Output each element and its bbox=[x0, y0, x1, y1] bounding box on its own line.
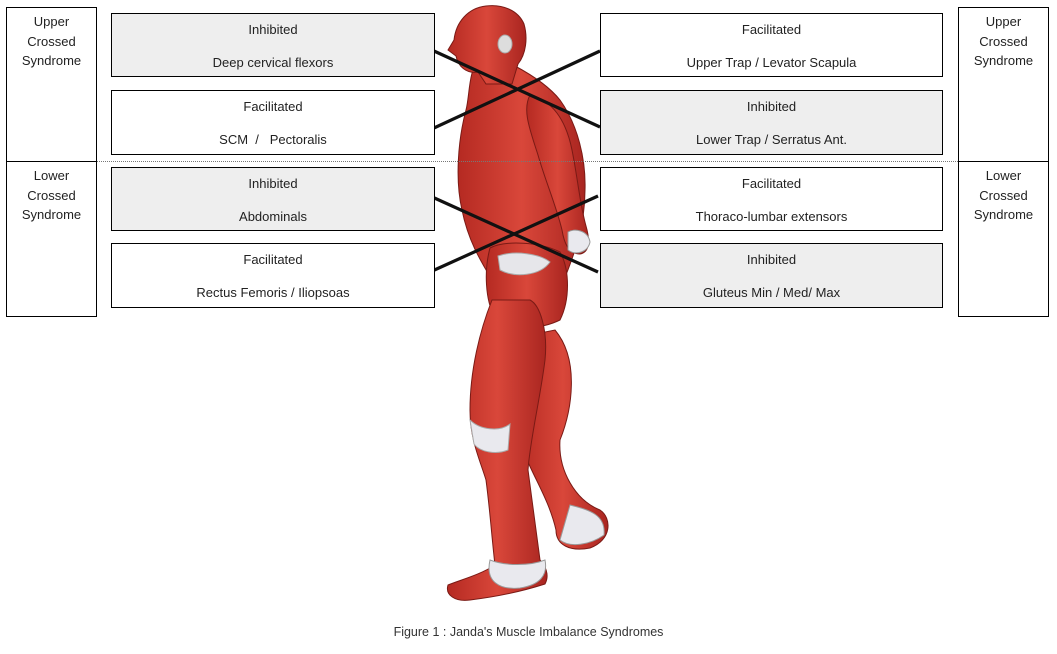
muscle-name: Thoraco-lumbar extensors bbox=[695, 209, 848, 224]
label-line: Syndrome bbox=[973, 53, 1034, 68]
rectus-femoris-iliopsoas-box: Facilitated Rectus Femoris / Iliopsoas bbox=[111, 243, 435, 308]
muscle-name: SCM / Pectoralis bbox=[219, 132, 327, 147]
lower-cross-line-1 bbox=[429, 194, 599, 274]
muscle-state: Facilitated bbox=[741, 176, 802, 191]
muscle-name: Gluteus Min / Med/ Max bbox=[702, 285, 841, 300]
label-line: Crossed bbox=[27, 187, 76, 203]
muscle-state: Inhibited bbox=[248, 176, 298, 191]
label-line: Syndrome bbox=[973, 207, 1034, 222]
upper-cross-line-1 bbox=[433, 49, 601, 129]
upper-trap-levator-box: Facilitated Upper Trap / Levator Scapula bbox=[600, 13, 943, 77]
muscle-name: Deep cervical flexors bbox=[212, 55, 334, 70]
abdominals-box: Inhibited Abdominals bbox=[111, 167, 435, 231]
upper-crossed-syndrome-left: Upper Crossed Syndrome bbox=[6, 7, 97, 162]
muscle-state: Inhibited bbox=[746, 252, 797, 267]
label-line: Syndrome bbox=[21, 53, 82, 68]
label-line: Crossed bbox=[979, 33, 1028, 49]
gluteus-box: Inhibited Gluteus Min / Med/ Max bbox=[600, 243, 943, 308]
lower-cross-line-2 bbox=[429, 194, 599, 274]
muscle-state: Inhibited bbox=[248, 22, 298, 37]
muscle-state: Facilitated bbox=[741, 22, 802, 37]
upper-crossed-syndrome-right: Upper Crossed Syndrome bbox=[958, 7, 1049, 162]
muscle-state: Facilitated bbox=[243, 252, 303, 267]
lower-crossed-syndrome-right: Lower Crossed Syndrome bbox=[958, 161, 1049, 317]
muscle-name: Abdominals bbox=[239, 209, 307, 224]
label-line: Lower bbox=[33, 168, 70, 183]
front-leg bbox=[446, 299, 548, 601]
lower-trap-serratus-box: Inhibited Lower Trap / Serratus Ant. bbox=[600, 90, 943, 155]
label-line: Crossed bbox=[27, 33, 76, 49]
muscle-state: Facilitated bbox=[243, 99, 303, 114]
head bbox=[447, 5, 527, 85]
upper-cross-line-2 bbox=[433, 49, 601, 130]
label-line: Upper bbox=[985, 14, 1022, 29]
section-divider bbox=[97, 161, 958, 162]
label-line: Syndrome bbox=[21, 207, 82, 222]
muscle-name: Lower Trap / Serratus Ant. bbox=[695, 132, 848, 147]
label-line: Lower bbox=[985, 168, 1022, 183]
torso bbox=[457, 57, 586, 291]
back-leg bbox=[517, 329, 609, 550]
muscle-state: Inhibited bbox=[746, 99, 797, 114]
label-line: Upper bbox=[33, 14, 70, 29]
deep-cervical-flexors-box: Inhibited Deep cervical flexors bbox=[111, 13, 435, 77]
scm-pectoralis-box: Facilitated SCM / Pectoralis bbox=[111, 90, 435, 155]
thoraco-lumbar-extensors-box: Facilitated Thoraco-lumbar extensors bbox=[600, 167, 943, 231]
label-line: Crossed bbox=[979, 187, 1028, 203]
muscle-name: Rectus Femoris / Iliopsoas bbox=[196, 285, 350, 300]
arm bbox=[526, 94, 589, 255]
muscle-name: Upper Trap / Levator Scapula bbox=[686, 55, 857, 70]
figure-caption: Figure 1 : Janda's Muscle Imbalance Synd… bbox=[393, 625, 664, 639]
lower-crossed-syndrome-left: Lower Crossed Syndrome bbox=[6, 161, 97, 317]
